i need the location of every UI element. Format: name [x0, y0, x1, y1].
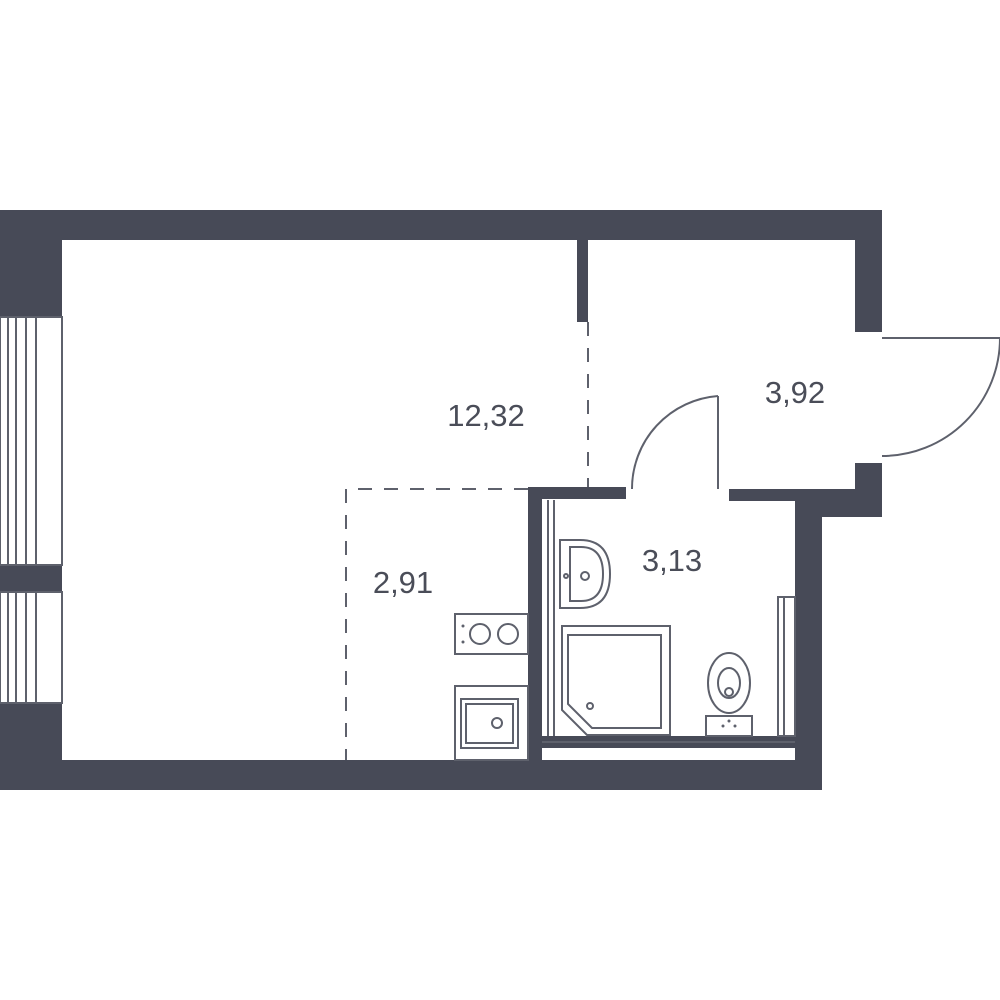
stove-icon	[454, 613, 529, 655]
wall-left-upper	[0, 210, 62, 317]
wall-bottom	[0, 760, 822, 790]
bathroom-door-swing	[630, 395, 719, 490]
toilet-icon	[705, 652, 753, 737]
wall-partition-stub	[577, 240, 588, 322]
wall-top	[0, 210, 882, 240]
living-room-area: 12,32	[447, 398, 525, 433]
zone-borders	[345, 322, 589, 760]
wall-bath-left	[528, 487, 542, 790]
window-upper	[0, 316, 63, 566]
washbasin-icon	[559, 539, 612, 609]
zone-kitchen	[345, 488, 528, 760]
wall-bath-top-left	[528, 487, 626, 499]
pipe-shaft	[777, 596, 796, 737]
bathroom-area: 3,13	[642, 543, 702, 578]
wall-right-upper	[855, 210, 882, 332]
wall-linings	[542, 500, 796, 743]
kitchen-sink-icon	[454, 685, 529, 761]
walls	[0, 210, 882, 790]
doors	[630, 337, 1000, 490]
wall-left-pier	[0, 565, 62, 592]
entrance-door-swing	[881, 337, 1000, 457]
wall-bath-top-right	[729, 489, 822, 501]
shower-tray-icon	[561, 625, 671, 736]
window-lower	[0, 591, 63, 704]
kitchen-area: 2,91	[373, 565, 433, 600]
hallway-area: 3,92	[765, 375, 825, 410]
